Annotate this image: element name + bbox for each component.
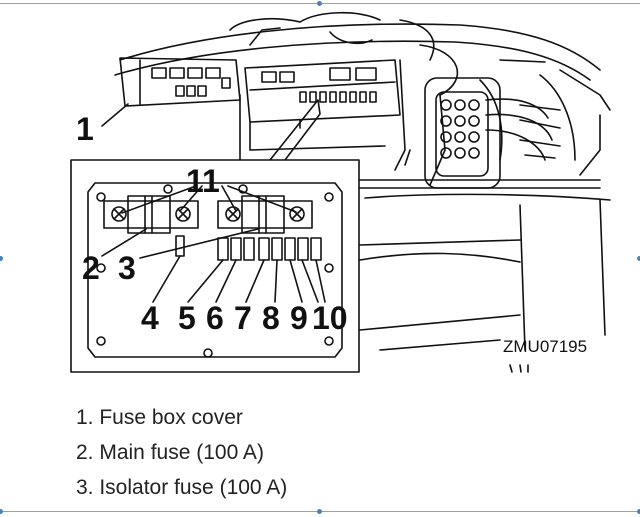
legend: 1. Fuse box cover 2. Main fuse (100 A) 3… — [76, 400, 596, 505]
callout-label-2: 2 — [82, 250, 100, 286]
fuse-box-installed — [244, 59, 401, 151]
callout-label-9: 9 — [290, 300, 308, 336]
figure-code: ZMU07195 — [503, 337, 587, 356]
callout-label-8: 8 — [262, 300, 280, 336]
selection-handle-bottom-right[interactable] — [637, 509, 640, 514]
detail-panel — [70, 159, 360, 373]
engine-bay-linework — [114, 11, 611, 373]
fuse-box-cover — [119, 57, 241, 107]
legend-item-fuse-box-cover: 1. Fuse box cover — [76, 406, 243, 429]
callout-label-6: 6 — [206, 300, 224, 336]
selection-handle-right[interactable] — [637, 256, 640, 261]
selection-handle-bottom[interactable] — [317, 509, 322, 514]
callout-label-10: 10 — [312, 300, 348, 336]
callout-leaders — [101, 185, 326, 303]
legend-item-main-fuse: 2. Main fuse (100 A) — [76, 441, 264, 464]
selection-handle-bottom-left[interactable] — [0, 509, 3, 514]
callout-label-4: 4 — [141, 300, 159, 336]
callout-label-5: 5 — [178, 300, 196, 336]
callout-label-1: 1 — [76, 111, 94, 147]
legend-item-isolator-fuse: 3. Isolator fuse (100 A) — [76, 476, 288, 499]
callout-1-leader — [101, 103, 129, 127]
selection-handle-top[interactable] — [317, 1, 322, 6]
selection-handle-left[interactable] — [0, 256, 3, 261]
callout-label-11: 11 — [186, 163, 220, 199]
callout-label-7: 7 — [234, 300, 252, 336]
zoom-wedge — [269, 99, 321, 161]
callout-label-3: 3 — [118, 250, 136, 286]
connector-block — [424, 77, 553, 189]
